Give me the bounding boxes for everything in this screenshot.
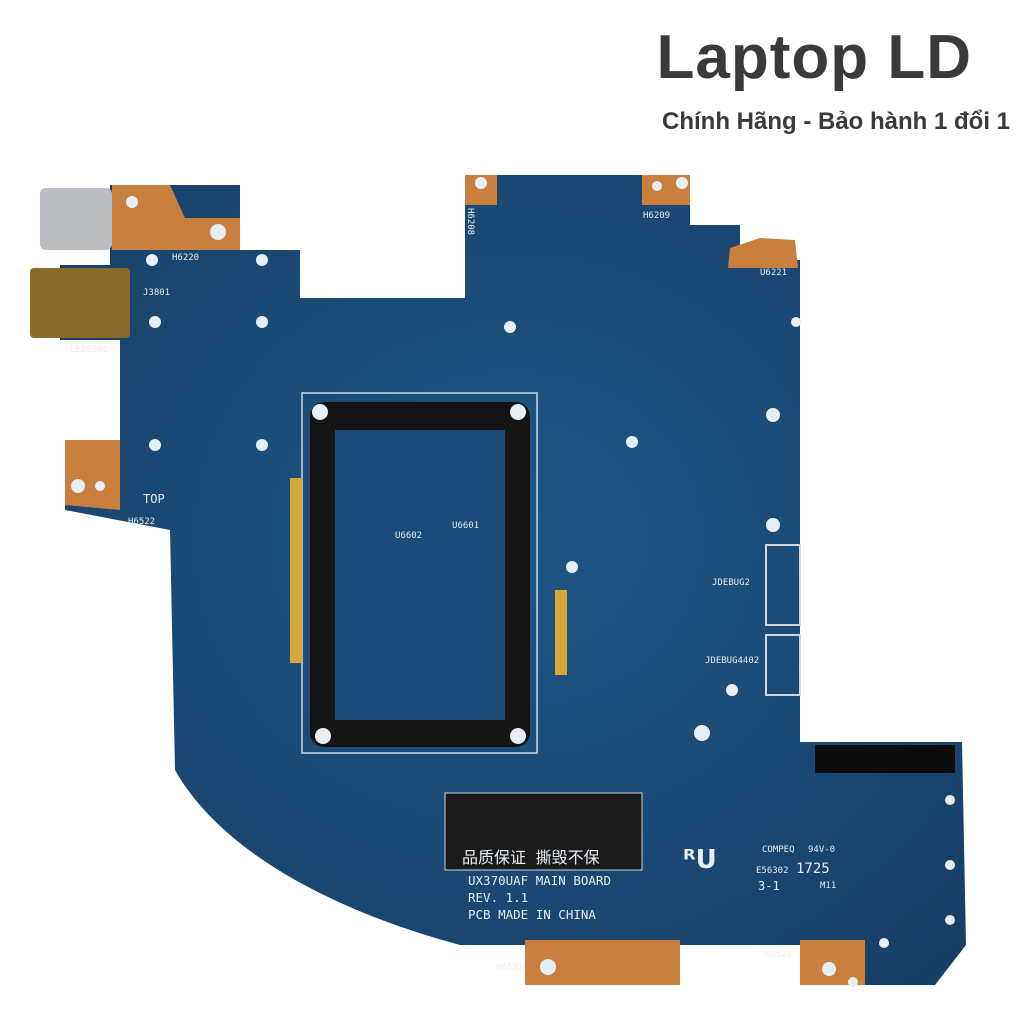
cpu-area [335,430,505,720]
label-mfr: COMPEQ [762,845,795,855]
label-leds602: LEDS602 [70,345,108,355]
audio-jack [30,268,130,338]
ul-mark-icon: ᴿU [683,845,717,875]
label-h6209: H6209 [643,211,670,221]
label-h6524: H6524 [765,950,792,960]
label-h6208: H6208 [465,208,475,235]
warranty-sticker [444,792,643,871]
label-cert: E56302 [756,866,789,876]
jdebug4402-connector [765,634,801,696]
label-jdebug2: JDEBUG2 [712,578,750,588]
label-top: TOP [143,492,165,506]
label-code1: 3-1 [758,879,780,893]
board-model: UX370UAF MAIN BOARD [468,873,611,888]
label-rating: 94V-0 [808,845,835,855]
m2-connector [815,745,955,773]
copper-pads [65,175,865,985]
jdebug2-connector [765,544,801,626]
label-h6522: H6522 [128,517,155,527]
label-u6601: U6601 [452,521,479,531]
warranty-sticker-text: 品质保证 撕毁不保 [462,848,600,867]
brand-tagline: Chính Hãng - Bảo hành 1 đổi 1 [662,108,1010,135]
label-jdebug4402: JDEBUG4402 [705,656,759,666]
usb-c-port [40,188,112,250]
board-revision: REV. 1.1 [468,890,528,905]
label-j3801: J3801 [143,288,170,298]
tape-strip-right [555,590,567,675]
label-h6220: H6220 [172,253,199,263]
label-u6221: U6221 [760,268,787,278]
board-origin: PCB MADE IN CHINA [468,907,596,922]
brand-title: Laptop LD [656,23,972,92]
tape-strip-left [290,478,302,663]
label-h6523: H6523 [496,963,523,973]
label-u6602: U6602 [395,531,422,541]
label-date: 1725 [796,861,830,877]
mounting-holes [71,177,955,987]
label-code2: M11 [820,881,836,891]
